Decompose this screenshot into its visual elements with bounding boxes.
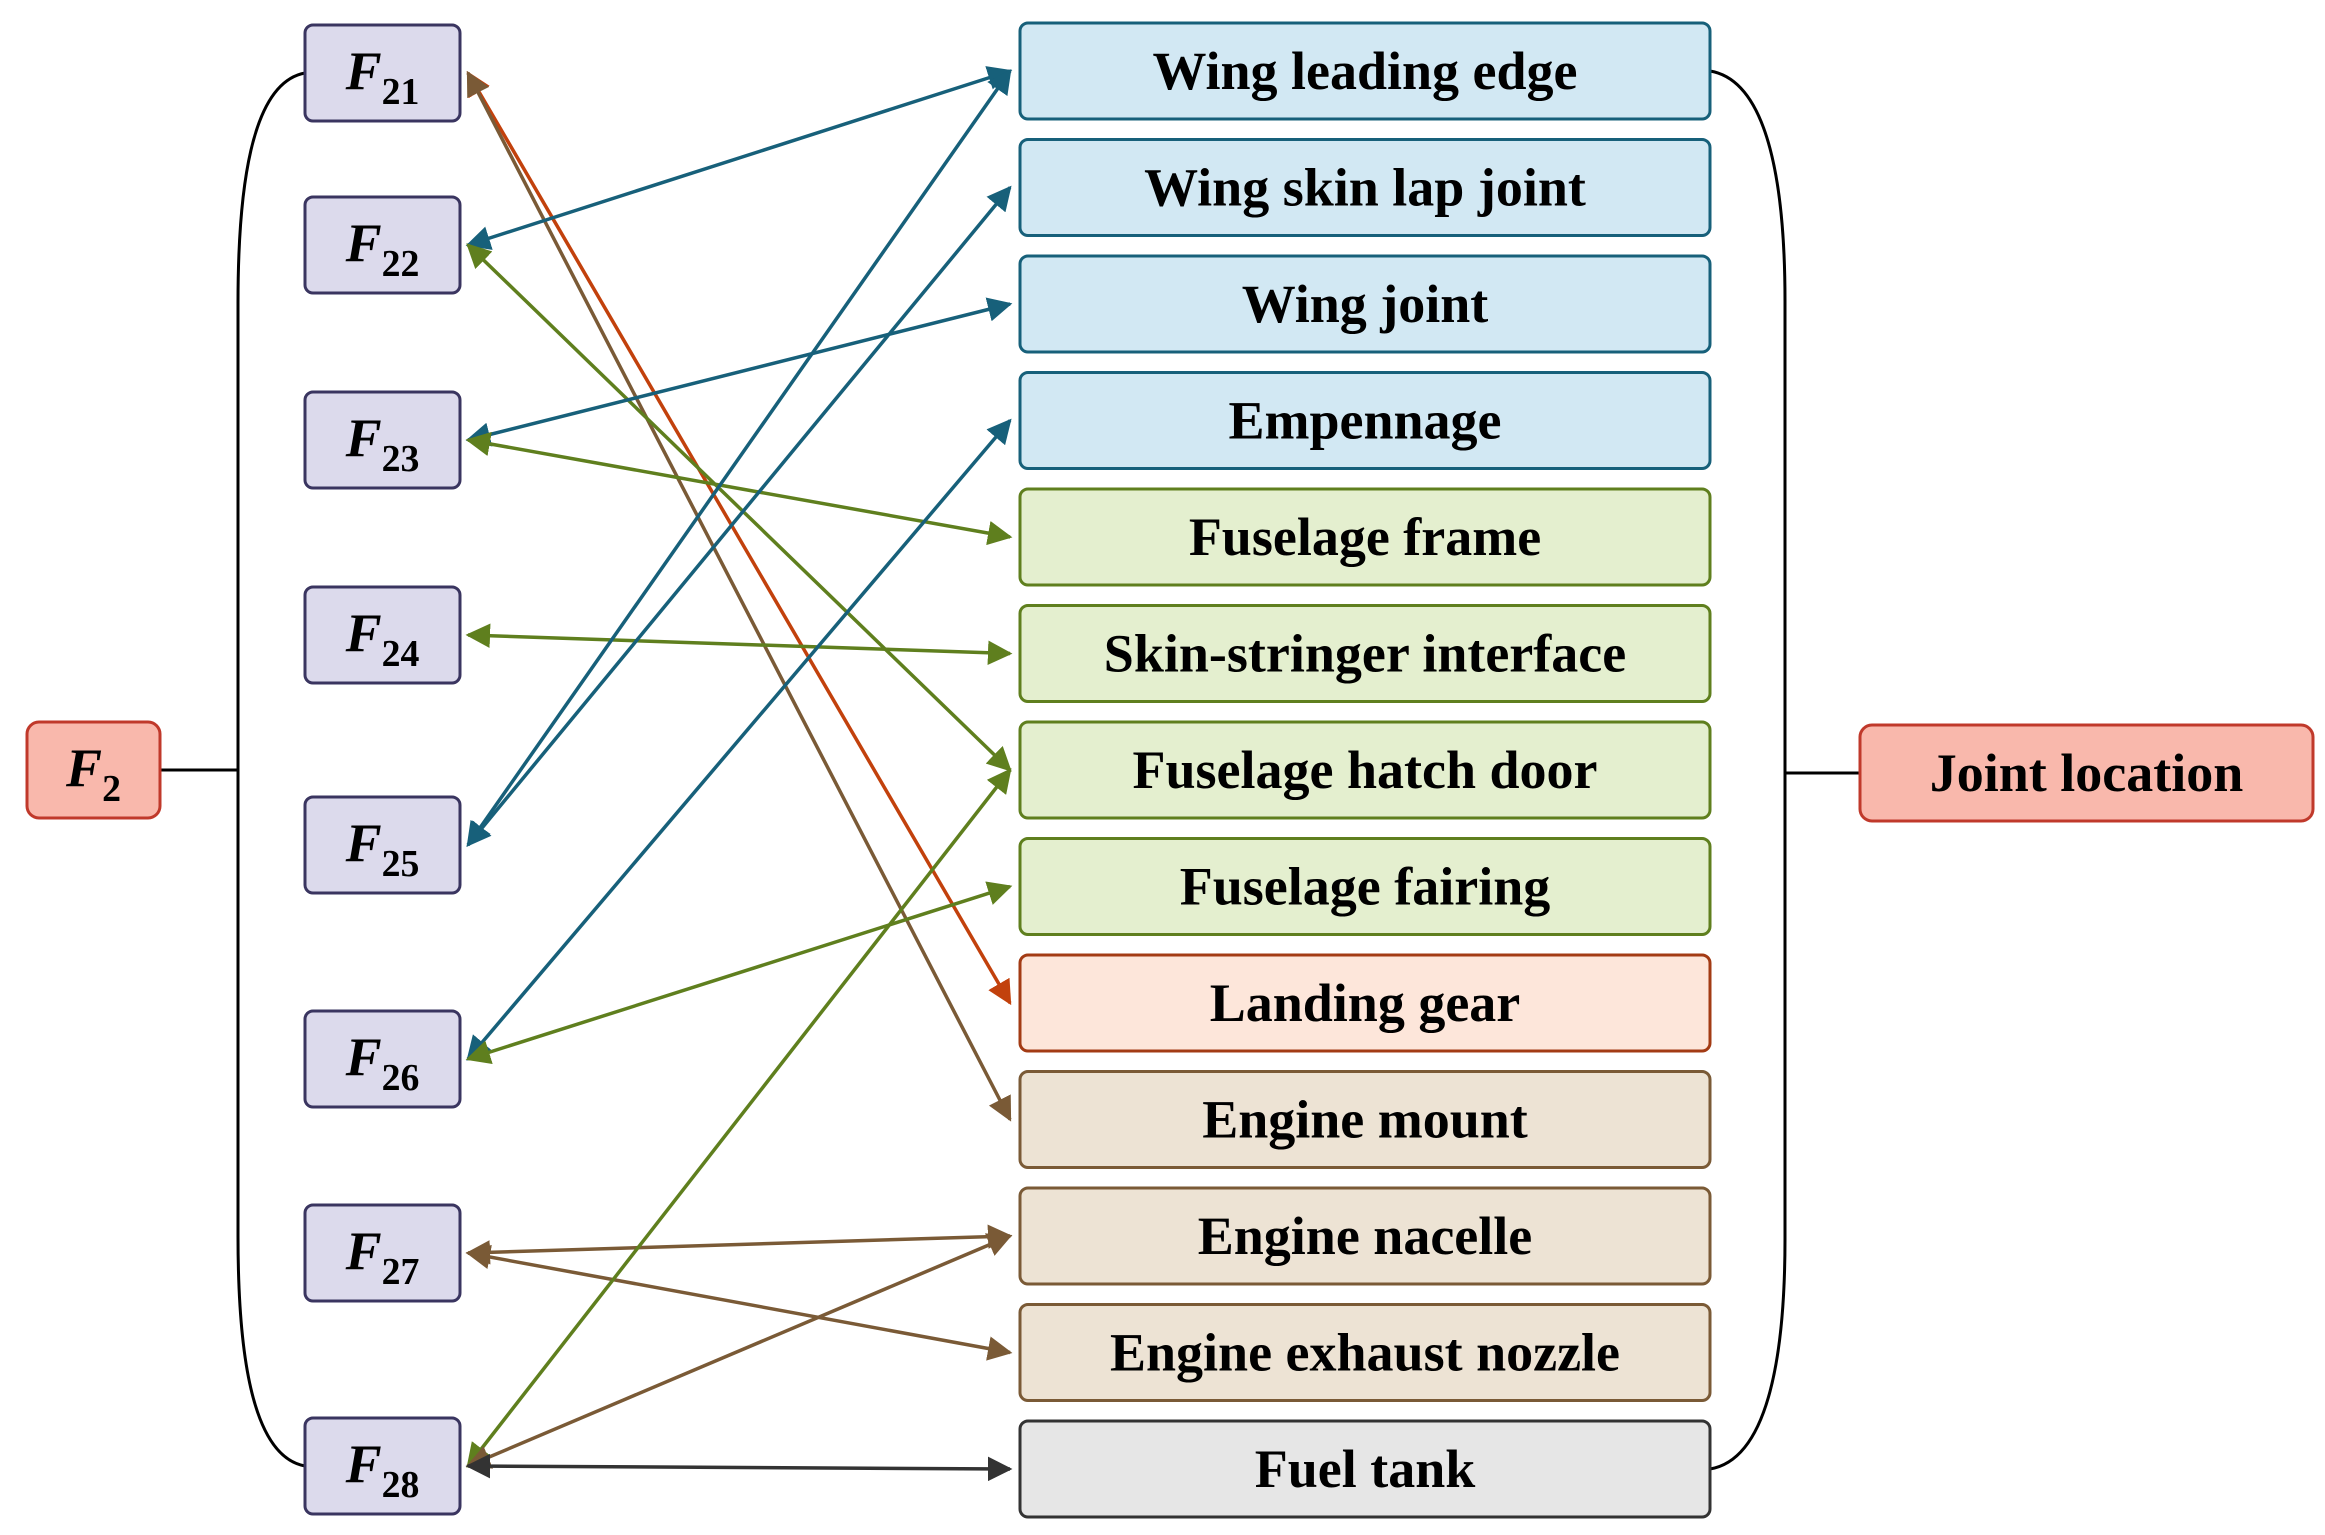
location-node-fuselage-hatch-door: Fuselage hatch door: [1018, 720, 1712, 820]
link-arrows: [465, 66, 1013, 1482]
factor-label: F27: [345, 1221, 420, 1293]
factor-node-f28: F28: [303, 1416, 462, 1516]
link-arrow: [465, 1233, 1013, 1469]
location-label: Skin-stringer interface: [1104, 624, 1626, 684]
location-node-engine-exhaust-nozzle: Engine exhaust nozzle: [1018, 1303, 1712, 1402]
location-label: Wing joint: [1242, 274, 1489, 334]
factor-node-f22: F22: [303, 195, 462, 295]
brackets: [160, 69, 1860, 1471]
root-label: F2: [65, 738, 121, 810]
location-node-fuselage-fairing: Fuselage fairing: [1018, 837, 1712, 936]
location-node-wing-leading-edge: Wing leading edge: [1018, 21, 1712, 121]
link-arrow: [465, 431, 1013, 546]
link-arrow: [466, 70, 1012, 1006]
location-label: Fuselage frame: [1189, 507, 1541, 567]
right-bracket: [1709, 69, 1787, 1471]
location-node-empennage: Empennage: [1018, 371, 1712, 470]
factor-label: F25: [345, 813, 420, 885]
location-label: Engine mount: [1202, 1090, 1528, 1150]
location-node-wing-joint: Wing joint: [1018, 254, 1712, 354]
target-label: Joint location: [1930, 743, 2244, 803]
factor-label: F28: [345, 1434, 420, 1506]
link-arrow: [465, 881, 1013, 1064]
factor-node-f27: F27: [303, 1203, 462, 1303]
location-node-engine-nacelle: Engine nacelle: [1018, 1186, 1712, 1286]
factor-label: F21: [345, 41, 420, 113]
target-node-joint-location: Joint location: [1858, 723, 2315, 823]
location-label: Fuselage hatch door: [1133, 740, 1598, 800]
link-arrow: [466, 768, 1012, 1468]
location-node-landing-gear: Landing gear: [1018, 953, 1712, 1053]
link-arrow: [465, 623, 1013, 665]
location-label: Wing skin lap joint: [1144, 158, 1586, 218]
location-label: Wing leading edge: [1152, 41, 1577, 101]
location-node-fuselage-frame: Fuselage frame: [1018, 487, 1712, 587]
factor-node-f25: F25: [303, 795, 462, 895]
factor-node-f24: F24: [303, 585, 462, 685]
link-arrow: [465, 1244, 1013, 1361]
factor-node-f21: F21: [303, 23, 462, 123]
left-bracket: [236, 71, 306, 1468]
location-label: Empennage: [1228, 391, 1501, 451]
location-label: Engine nacelle: [1198, 1206, 1533, 1266]
factor-node-f23: F23: [303, 390, 462, 490]
location-node-engine-mount: Engine mount: [1018, 1070, 1712, 1169]
location-label: Landing gear: [1210, 973, 1521, 1033]
location-node-skin-stringer-interface: Skin-stringer interface: [1018, 604, 1712, 703]
factor-node-f26: F26: [303, 1009, 462, 1109]
factor-label: F24: [345, 603, 420, 675]
link-arrow: [465, 1453, 1013, 1482]
location-label: Fuel tank: [1255, 1439, 1476, 1499]
location-label: Fuselage fairing: [1180, 857, 1550, 917]
location-label: Engine exhaust nozzle: [1110, 1323, 1620, 1383]
link-arrow: [465, 66, 1013, 250]
factor-label: F22: [345, 213, 420, 285]
link-arrow: [466, 68, 1012, 848]
location-node-wing-skin-lap-joint: Wing skin lap joint: [1018, 138, 1712, 237]
factor-label: F26: [345, 1027, 420, 1099]
link-arrow: [465, 1224, 1013, 1265]
factor-label: F23: [345, 408, 420, 480]
location-node-fuel-tank: Fuel tank: [1018, 1419, 1712, 1519]
root-node-f2: F2: [25, 720, 162, 820]
